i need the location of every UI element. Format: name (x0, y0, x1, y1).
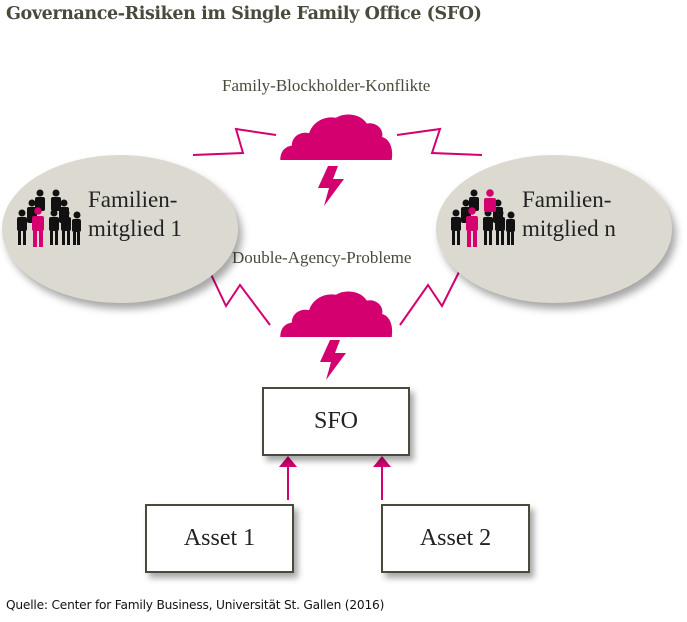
zigzag-right-top (396, 127, 483, 156)
arrowhead-asset1-sfo (279, 456, 297, 467)
arrowhead-asset2-sfo (373, 456, 391, 467)
source-note: Quelle: Center for Family Business, Univ… (6, 598, 385, 612)
label-double-agency-probleme: Double-Agency-Probleme (232, 248, 412, 267)
family-member-n-label: Familien- mitglied n (522, 185, 616, 243)
lightning-bolt-bottom-icon (320, 340, 346, 380)
family-member-1-label: Familien- mitglied 1 (88, 185, 182, 243)
family-member-1-node: Familien- mitglied 1 (2, 155, 238, 303)
asset-2-box: Asset 2 (381, 504, 530, 573)
sfo-box: SFO (262, 387, 410, 456)
family-member-1-line1: Familien- (88, 187, 178, 212)
people-group-icon (17, 189, 81, 247)
people-group-icon (451, 189, 515, 247)
diagram-title: Governance-Risiken im Single Family Offi… (6, 4, 482, 24)
storm-cloud-top-icon (280, 114, 393, 160)
storm-cloud-bottom-icon (280, 291, 393, 337)
family-member-n-line2: mitglied n (522, 216, 616, 241)
asset-1-box: Asset 1 (145, 504, 294, 573)
zigzag-right-bottom (399, 267, 462, 326)
label-family-blockholder-konflikte: Family-Blockholder-Konflikte (222, 76, 431, 95)
family-member-n-line1: Familien- (522, 187, 612, 212)
family-member-n-node: Familien- mitglied n (436, 155, 672, 303)
family-member-1-line2: mitglied 1 (88, 216, 182, 241)
zigzag-left-top (192, 127, 277, 156)
zigzag-left-bottom (207, 267, 271, 326)
lightning-bolt-top-icon (318, 166, 344, 206)
